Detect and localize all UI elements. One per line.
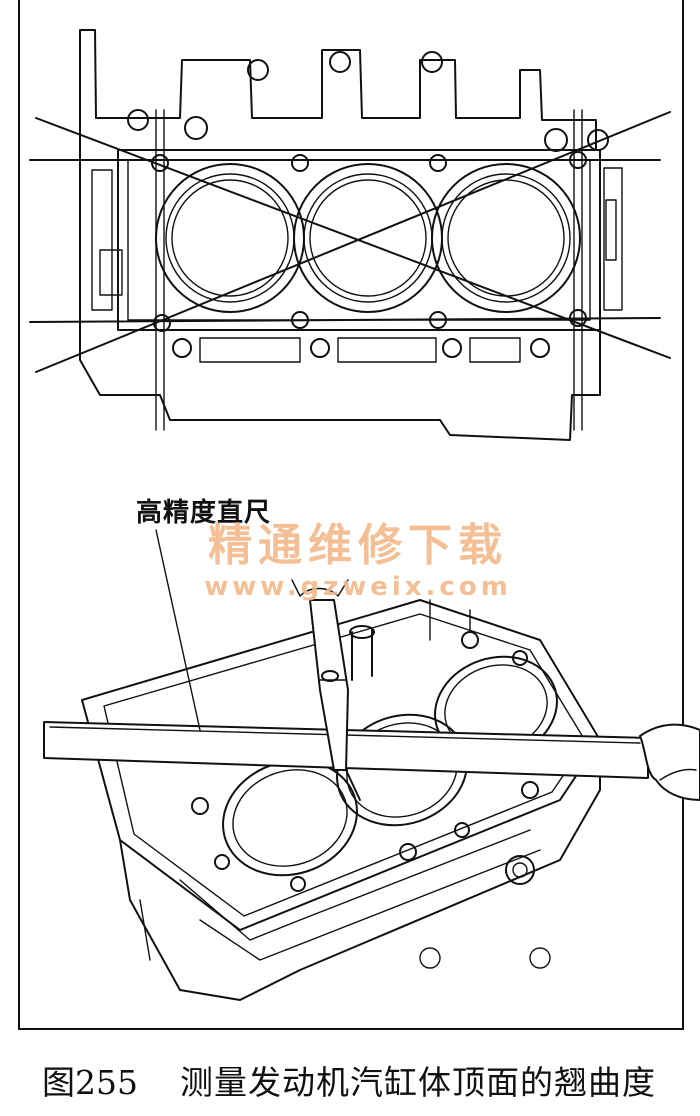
feeler-gauge: [291, 579, 361, 801]
figure-frame: [18, 0, 684, 1030]
caption-title: 测量发动机汽缸体顶面的翘曲度: [180, 1063, 656, 1102]
caption-figure-number: 图255: [42, 1063, 138, 1102]
measurement-lines: [29, 111, 671, 373]
label-leader-line: [155, 529, 201, 731]
label-precision-straightedge: 高精度直尺: [136, 498, 272, 528]
hand: [639, 723, 700, 801]
perspective-block: [81, 599, 601, 1001]
top-view-block: [79, 29, 623, 441]
figure-caption: 图255 测量发动机汽缸体顶面的翘曲度: [0, 1044, 700, 1104]
